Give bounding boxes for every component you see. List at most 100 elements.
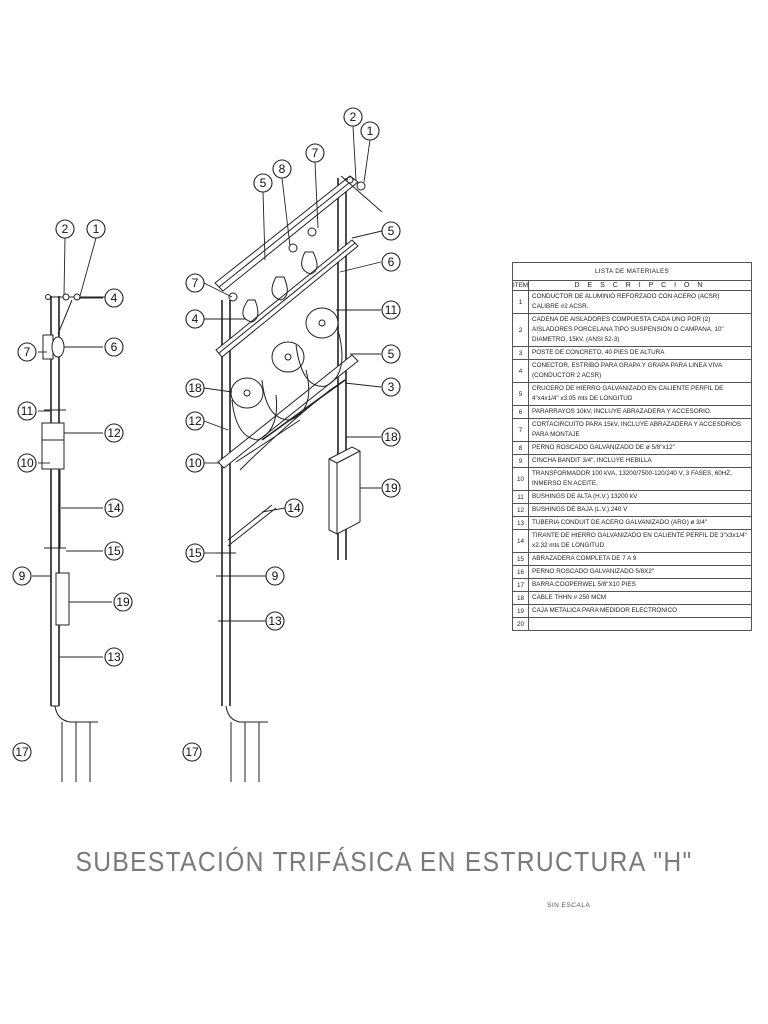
material-item-number: 7 <box>511 418 530 442</box>
material-description: TUBERIA CONDUIT DE ACERO GALVANIZADO (AR… <box>528 516 752 530</box>
callout-bubble: 8 <box>272 159 292 179</box>
callout-bubble: 9 <box>12 566 32 586</box>
callout-bubble: 4 <box>185 309 205 329</box>
material-description: BUSHINGS DE ALTA (H.V.) 13200 kV <box>528 490 752 504</box>
materials-table: LISTA DE MATERIALES ITEM D E S C R I P C… <box>511 262 752 631</box>
material-description: CONECTOR, ESTRIBO PARA GRAPA Y GRAPA PAR… <box>528 359 752 383</box>
svg-text:7: 7 <box>24 345 31 359</box>
isometric-view-callouts: 2 1 7 5 8 5 6 7 4 11 5 18 3 12 18 10 19 … <box>182 107 401 762</box>
material-item-number: 16 <box>511 565 530 579</box>
callout-bubble: 14 <box>104 498 124 518</box>
callout-bubble: 15 <box>185 543 205 563</box>
material-description: TRANSFORMADOR 100 kVA, 13200/7500-120/24… <box>528 467 752 491</box>
material-item-number: 6 <box>511 405 530 419</box>
drawing-title: SUBESTACIÓN TRIFÁSICA EN ESTRUCTURA "H" <box>75 846 693 877</box>
svg-text:2: 2 <box>350 110 357 124</box>
material-description: CINCHA BANDIT 3/4", INCLUYE HEBILLA <box>528 454 752 468</box>
material-item-number: 5 <box>511 382 530 406</box>
callout-bubble: 1 <box>86 219 106 239</box>
material-description: POSTE DE CONCRETO, 40 PIES DE ALTURA <box>528 346 752 360</box>
callout-bubble: 5 <box>381 221 401 241</box>
material-description: TIRANTE DE HIERRO GALVANIZADO EN CALIENT… <box>528 529 752 553</box>
svg-text:6: 6 <box>388 255 395 269</box>
svg-text:14: 14 <box>107 501 121 515</box>
material-description: CRUCERO DE HIERRO GALVANIZADO EN CALIENT… <box>528 382 752 406</box>
callout-bubble: 18 <box>185 378 205 398</box>
svg-text:10: 10 <box>188 456 202 470</box>
material-item-number: 9 <box>511 454 530 468</box>
material-item-number: 2 <box>511 313 530 347</box>
material-item-number: 4 <box>511 359 530 383</box>
callout-bubble: 6 <box>104 337 124 357</box>
callout-bubble: 10 <box>17 453 37 473</box>
material-description <box>528 617 752 631</box>
svg-text:5: 5 <box>260 176 267 190</box>
callout-bubble: 5 <box>381 344 401 364</box>
material-description: PERNO ROSCADO GALVANIZADO 5/8X2" <box>528 565 752 579</box>
callout-bubble: 14 <box>284 498 304 518</box>
svg-text:9: 9 <box>272 569 279 583</box>
svg-text:4: 4 <box>192 312 199 326</box>
callout-bubble: 15 <box>104 541 124 561</box>
svg-text:19: 19 <box>116 595 130 609</box>
callout-bubble: 9 <box>265 566 285 586</box>
svg-text:18: 18 <box>188 381 202 395</box>
material-description: BUSHINGS DE BAJA (L.V.) 240 V <box>528 503 752 517</box>
material-item-number: 3 <box>511 346 530 360</box>
callout-bubble: 13 <box>104 647 124 667</box>
callout-bubble: 6 <box>381 252 401 272</box>
scale-note: SIN ESCALA <box>547 902 591 909</box>
material-item-number: 1 <box>511 290 530 314</box>
svg-text:12: 12 <box>188 414 202 428</box>
svg-text:19: 19 <box>384 481 398 495</box>
svg-text:1: 1 <box>367 124 374 138</box>
material-description: PARARRAYOS 10kV, INCLUYE ABRAZADERA Y AC… <box>528 405 752 419</box>
material-description: CORTACIRCUITO PARA 15kV, INCLUYE ABRAZAD… <box>528 418 752 442</box>
callout-bubble: 19 <box>113 592 133 612</box>
svg-text:18: 18 <box>384 430 398 444</box>
callout-bubble: 10 <box>185 453 205 473</box>
svg-text:11: 11 <box>21 404 34 418</box>
callout-bubble: 17 <box>182 742 202 762</box>
callout-bubble: 11 <box>17 401 37 421</box>
svg-text:6: 6 <box>111 340 118 354</box>
material-item-number: 15 <box>511 552 530 566</box>
svg-text:10: 10 <box>20 456 34 470</box>
side-view-callouts: 2 1 4 7 6 11 12 10 14 15 9 19 13 17 <box>12 219 133 762</box>
material-row: 20 <box>511 617 752 631</box>
svg-text:1: 1 <box>93 222 100 236</box>
svg-text:15: 15 <box>107 544 121 558</box>
callout-bubble: 7 <box>185 273 205 293</box>
material-item-number: 8 <box>511 441 530 455</box>
material-description: CABLE THHN # 250 MCM <box>528 591 752 605</box>
callout-bubble: 1 <box>360 121 380 141</box>
callout-bubble: 11 <box>381 300 401 320</box>
callout-bubble: 13 <box>265 611 285 631</box>
svg-text:14: 14 <box>287 501 301 515</box>
isometric-view <box>214 175 383 782</box>
material-description: PERNO ROSCADO GALVANIZADO DE ø 5/8"x12" <box>528 441 752 455</box>
svg-text:5: 5 <box>388 347 395 361</box>
svg-text:12: 12 <box>107 426 121 440</box>
callout-bubble: 18 <box>381 427 401 447</box>
svg-text:5: 5 <box>388 224 395 238</box>
callout-bubble: 5 <box>253 173 273 193</box>
material-description: BARRA COOPERWEL 5/8"X10 PIES <box>528 578 752 592</box>
material-item-number: 17 <box>511 578 530 592</box>
svg-text:7: 7 <box>312 146 319 160</box>
material-description: CAJA METALICA PARA MEDIDOR ELECTRONICO <box>528 604 752 618</box>
material-description: ABRAZADERA COMPLETA DE 7 A 9 <box>528 552 752 566</box>
material-item-number: 14 <box>511 529 530 553</box>
